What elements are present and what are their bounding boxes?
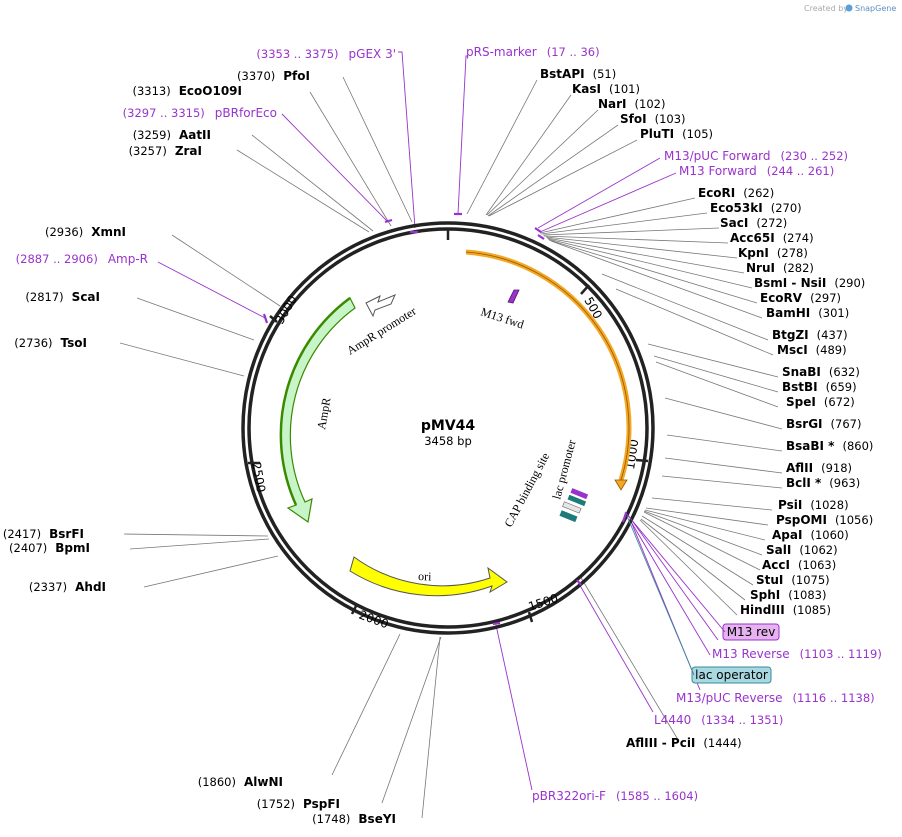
m13-fwd-label: M13 fwd (479, 305, 525, 332)
scale-tick (527, 611, 534, 623)
ori-arrow (349, 556, 508, 597)
enzyme-label: MscI(489) (777, 343, 847, 357)
enzyme-label: (1748)BseYI (312, 812, 396, 826)
cap-site-small-mark (559, 510, 578, 523)
orange-feature-arc (465, 249, 632, 481)
enzyme-label: (1860)AlwNI (198, 775, 283, 789)
enzyme-label: BsaBI *(860) (786, 439, 873, 453)
enzyme-label: NruI(282) (746, 261, 814, 275)
enzyme-label: BsmI - NsiI(290) (754, 276, 865, 290)
enzyme-label: (2337)AhdI (29, 580, 106, 594)
primer-marks (262, 212, 628, 626)
enzyme-label: BtgZI(437) (772, 328, 848, 342)
lac-operator-leader (626, 515, 695, 676)
scale-tick-label: 2500 (249, 461, 268, 494)
boxed-feature-box (722, 623, 780, 641)
enzyme-labels: BstAPI(51)KasI(101)NarI(102)SfoI(103)Plu… (3, 67, 874, 826)
enzyme-label: BstAPI(51) (540, 67, 616, 81)
scale-tick (350, 605, 358, 615)
backbone-outer (241, 221, 655, 635)
enzyme-label: (1752)PspFI (257, 797, 340, 811)
enzyme-label: SfoI(103) (620, 112, 686, 126)
ampr-label: AmpR (314, 397, 333, 431)
brand-text: SnapGene (855, 4, 896, 13)
enzyme-label: (2817)ScaI (25, 290, 100, 304)
scale-tick-label: 2000 (357, 608, 390, 632)
enzyme-label: SpeI(672) (786, 395, 855, 409)
enzyme-label: SnaBI(632) (782, 365, 860, 379)
ampr-promoter-arrow (365, 294, 396, 318)
lac-operator-small-mark (567, 494, 587, 507)
enzyme-label: HindIII(1085) (740, 603, 831, 617)
enzyme-label: (3370)PfoI (237, 69, 310, 83)
scale-tick-label: 3000 (272, 293, 299, 326)
ampr-arrow-edge (279, 296, 351, 506)
credit-text: Created by (804, 4, 848, 13)
enzyme-label: AccI(1063) (762, 558, 836, 572)
primer-label: (3353 .. 3375)pGEX 3' (256, 47, 396, 61)
primer-labels: pRS-marker(17 .. 36) M13/pUC Forward(230 … (16, 45, 882, 803)
enzyme-label: Eco53kI(270) (710, 201, 802, 215)
enzyme-label: EcoRI(262) (698, 186, 774, 200)
boxed-feature-label: lac operator (695, 668, 768, 682)
leader-lines (119, 76, 783, 819)
enzyme-label: (3257)ZraI (129, 144, 202, 158)
enzyme-label: SacI(272) (720, 216, 787, 230)
primer-label: pRS-marker(17 .. 36) (466, 45, 600, 59)
m13-rev-small-mark (570, 488, 589, 500)
enzyme-label: (2417)BsrFI (3, 527, 84, 541)
scale-tick (635, 458, 649, 463)
primer-label: L4440(1334 .. 1351) (654, 713, 783, 727)
enzyme-label: BsrGI(767) (786, 417, 861, 431)
primer-label: (3297 .. 3315)pBRforEco (123, 106, 277, 120)
enzyme-label: AflII(918) (786, 461, 852, 475)
enzyme-label: (2407)BpmI (9, 541, 90, 555)
boxed-feature-label: M13 rev (727, 625, 776, 639)
primer-label: M13 Reverse(1103 .. 1119) (712, 647, 882, 661)
enzyme-label: (3259)AatII (133, 128, 211, 142)
enzyme-label: PsiI(1028) (778, 498, 849, 512)
enzyme-label: BstBI(659) (782, 380, 857, 394)
primer-label: pBR322ori-F(1585 .. 1604) (532, 789, 698, 803)
boxed-feature-box (691, 666, 772, 684)
enzyme-label: (3313)EcoO109I (132, 84, 242, 98)
boxed-feature-labels: M13 rev lac operator (624, 511, 780, 684)
enzyme-label: KasI(101) (572, 82, 640, 96)
primer-label: M13/pUC Forward(230 .. 252) (664, 149, 848, 163)
plasmid-length: 3458 bp (424, 434, 472, 448)
enzyme-label: Acc65I(274) (730, 231, 814, 245)
enzyme-label: KpnI(278) (738, 246, 808, 260)
snapgene-logo-icon (845, 4, 853, 12)
enzyme-label: BclI *(963) (786, 476, 860, 490)
lac-promoter-small-mark (562, 501, 582, 514)
primer-label: M13/pUC Reverse(1116 .. 1138) (676, 691, 875, 705)
primer-leader-lines (157, 51, 719, 791)
cap-site-label: CAP binding site (501, 450, 552, 529)
plasmid-name: pMV44 (421, 418, 476, 434)
orange-feature-arrowhead (614, 479, 628, 491)
orange-feature-edge (465, 251, 630, 481)
scale-tick (269, 315, 278, 323)
enzyme-label: (2936)XmnI (45, 225, 126, 239)
enzyme-label: (2736)TsoI (14, 336, 87, 350)
scale-tick (580, 284, 590, 295)
enzyme-label: SphI(1083) (750, 588, 827, 602)
enzyme-label: PluTI(105) (640, 127, 713, 141)
primer-label: (2887 .. 2906)Amp-R (16, 252, 148, 266)
primer-label: M13 Forward(244 .. 261) (679, 164, 834, 178)
m13-rev-leader (624, 511, 726, 633)
m13-fwd-marker (507, 289, 520, 304)
enzyme-label: PspOMI(1056) (776, 513, 873, 527)
enzyme-label: SalI(1062) (766, 543, 838, 557)
ori-label: ori (418, 569, 432, 583)
ampr-promoter-label: AmpR promoter (344, 304, 418, 358)
enzyme-label: EcoRV(297) (760, 291, 841, 305)
enzyme-label: ApaI(1060) (772, 528, 849, 542)
enzyme-label: StuI(1075) (756, 573, 830, 587)
enzyme-label: BamHI(301) (766, 306, 849, 320)
enzyme-label: NarI(102) (598, 97, 665, 111)
enzyme-label: AflIII - PciI(1444) (626, 736, 742, 750)
